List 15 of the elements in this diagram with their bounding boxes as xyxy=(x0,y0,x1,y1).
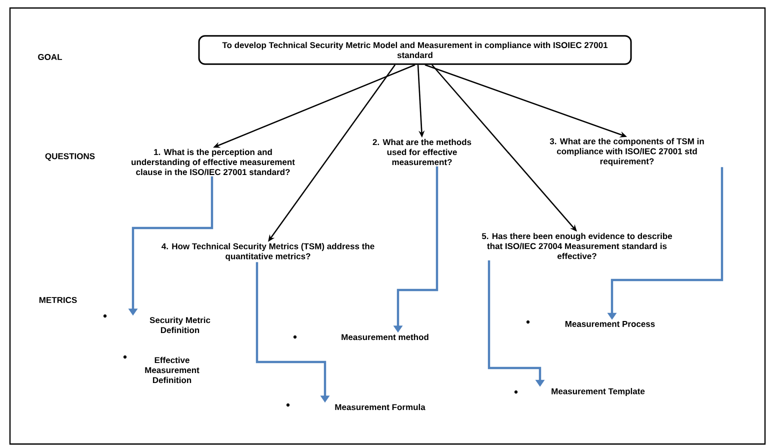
metric-text: Measurement method xyxy=(342,334,428,340)
metric-text: Effective Measurement Definition xyxy=(145,356,200,384)
level-label: GOAL xyxy=(38,54,62,60)
question-text: 5. Has there been enough evidence to describe that ISO/IEC 27004 Measurement standard is effective? xyxy=(482,232,672,260)
question-text: 1. What is the perception and understanding of effective measurement clause in the ISO/IEC 27001 standard? xyxy=(132,148,295,176)
metric-text: Security Metric Definition xyxy=(150,316,210,334)
metric-text: Measurement Formula xyxy=(335,404,426,410)
level-label: METRICS xyxy=(39,297,77,303)
metric-text: Measurement Process xyxy=(565,321,655,327)
question-text: 3. What are the components of TSM in compliance with ISO/IEC 27001 std requirement? xyxy=(550,138,704,166)
question-text: 4. How Technical Security Metrics (TSM) address the quantitative metrics? xyxy=(162,243,374,261)
metric-text: Measurement Template xyxy=(552,388,645,396)
question-text: 2. What are the methods used for effective measurement? xyxy=(372,138,472,166)
goal-box: To develop Technical Security Metric Model and Measurement in compliance with ISOIEC 27001 standard xyxy=(198,35,632,65)
level-label: QUESTIONS xyxy=(45,153,95,161)
